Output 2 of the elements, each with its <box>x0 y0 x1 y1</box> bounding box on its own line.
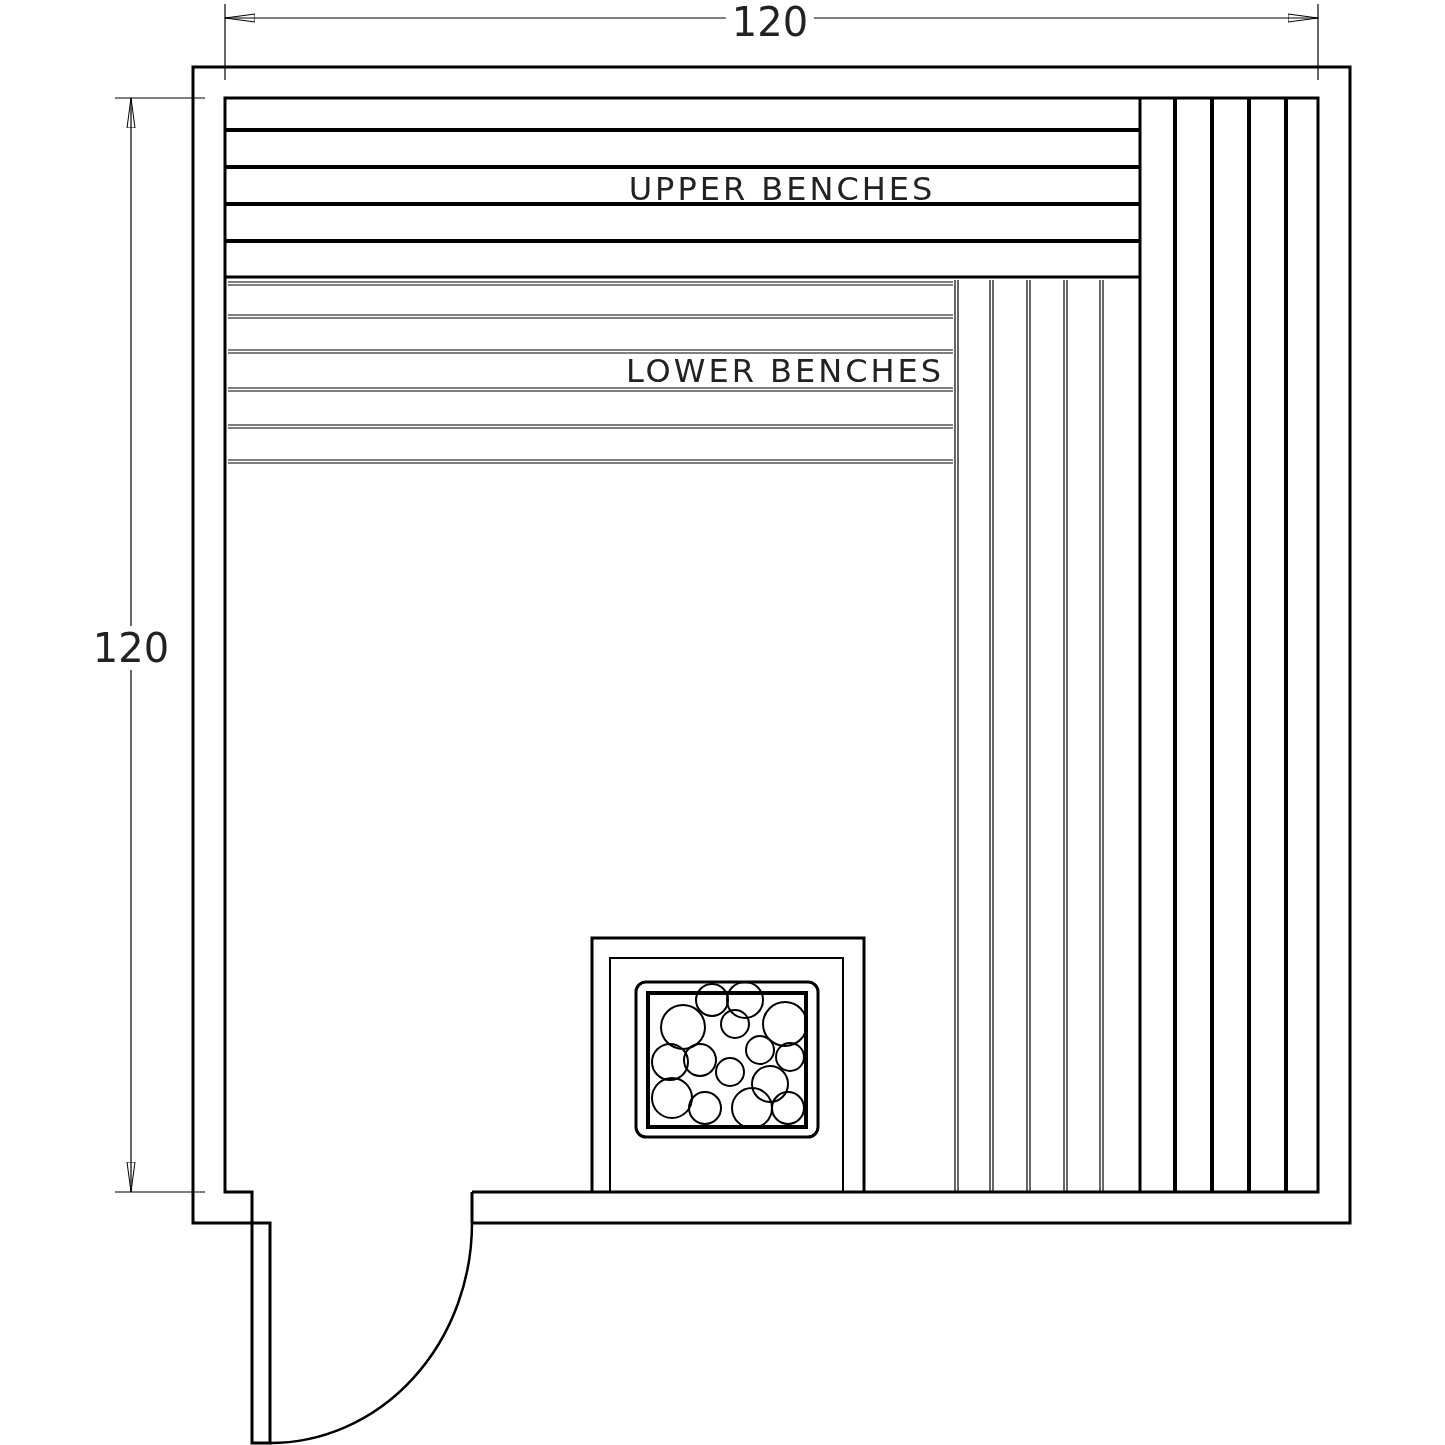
area-label: UPPER BENCHES <box>628 173 936 205</box>
area-label: LOWER BENCHES <box>625 355 945 387</box>
